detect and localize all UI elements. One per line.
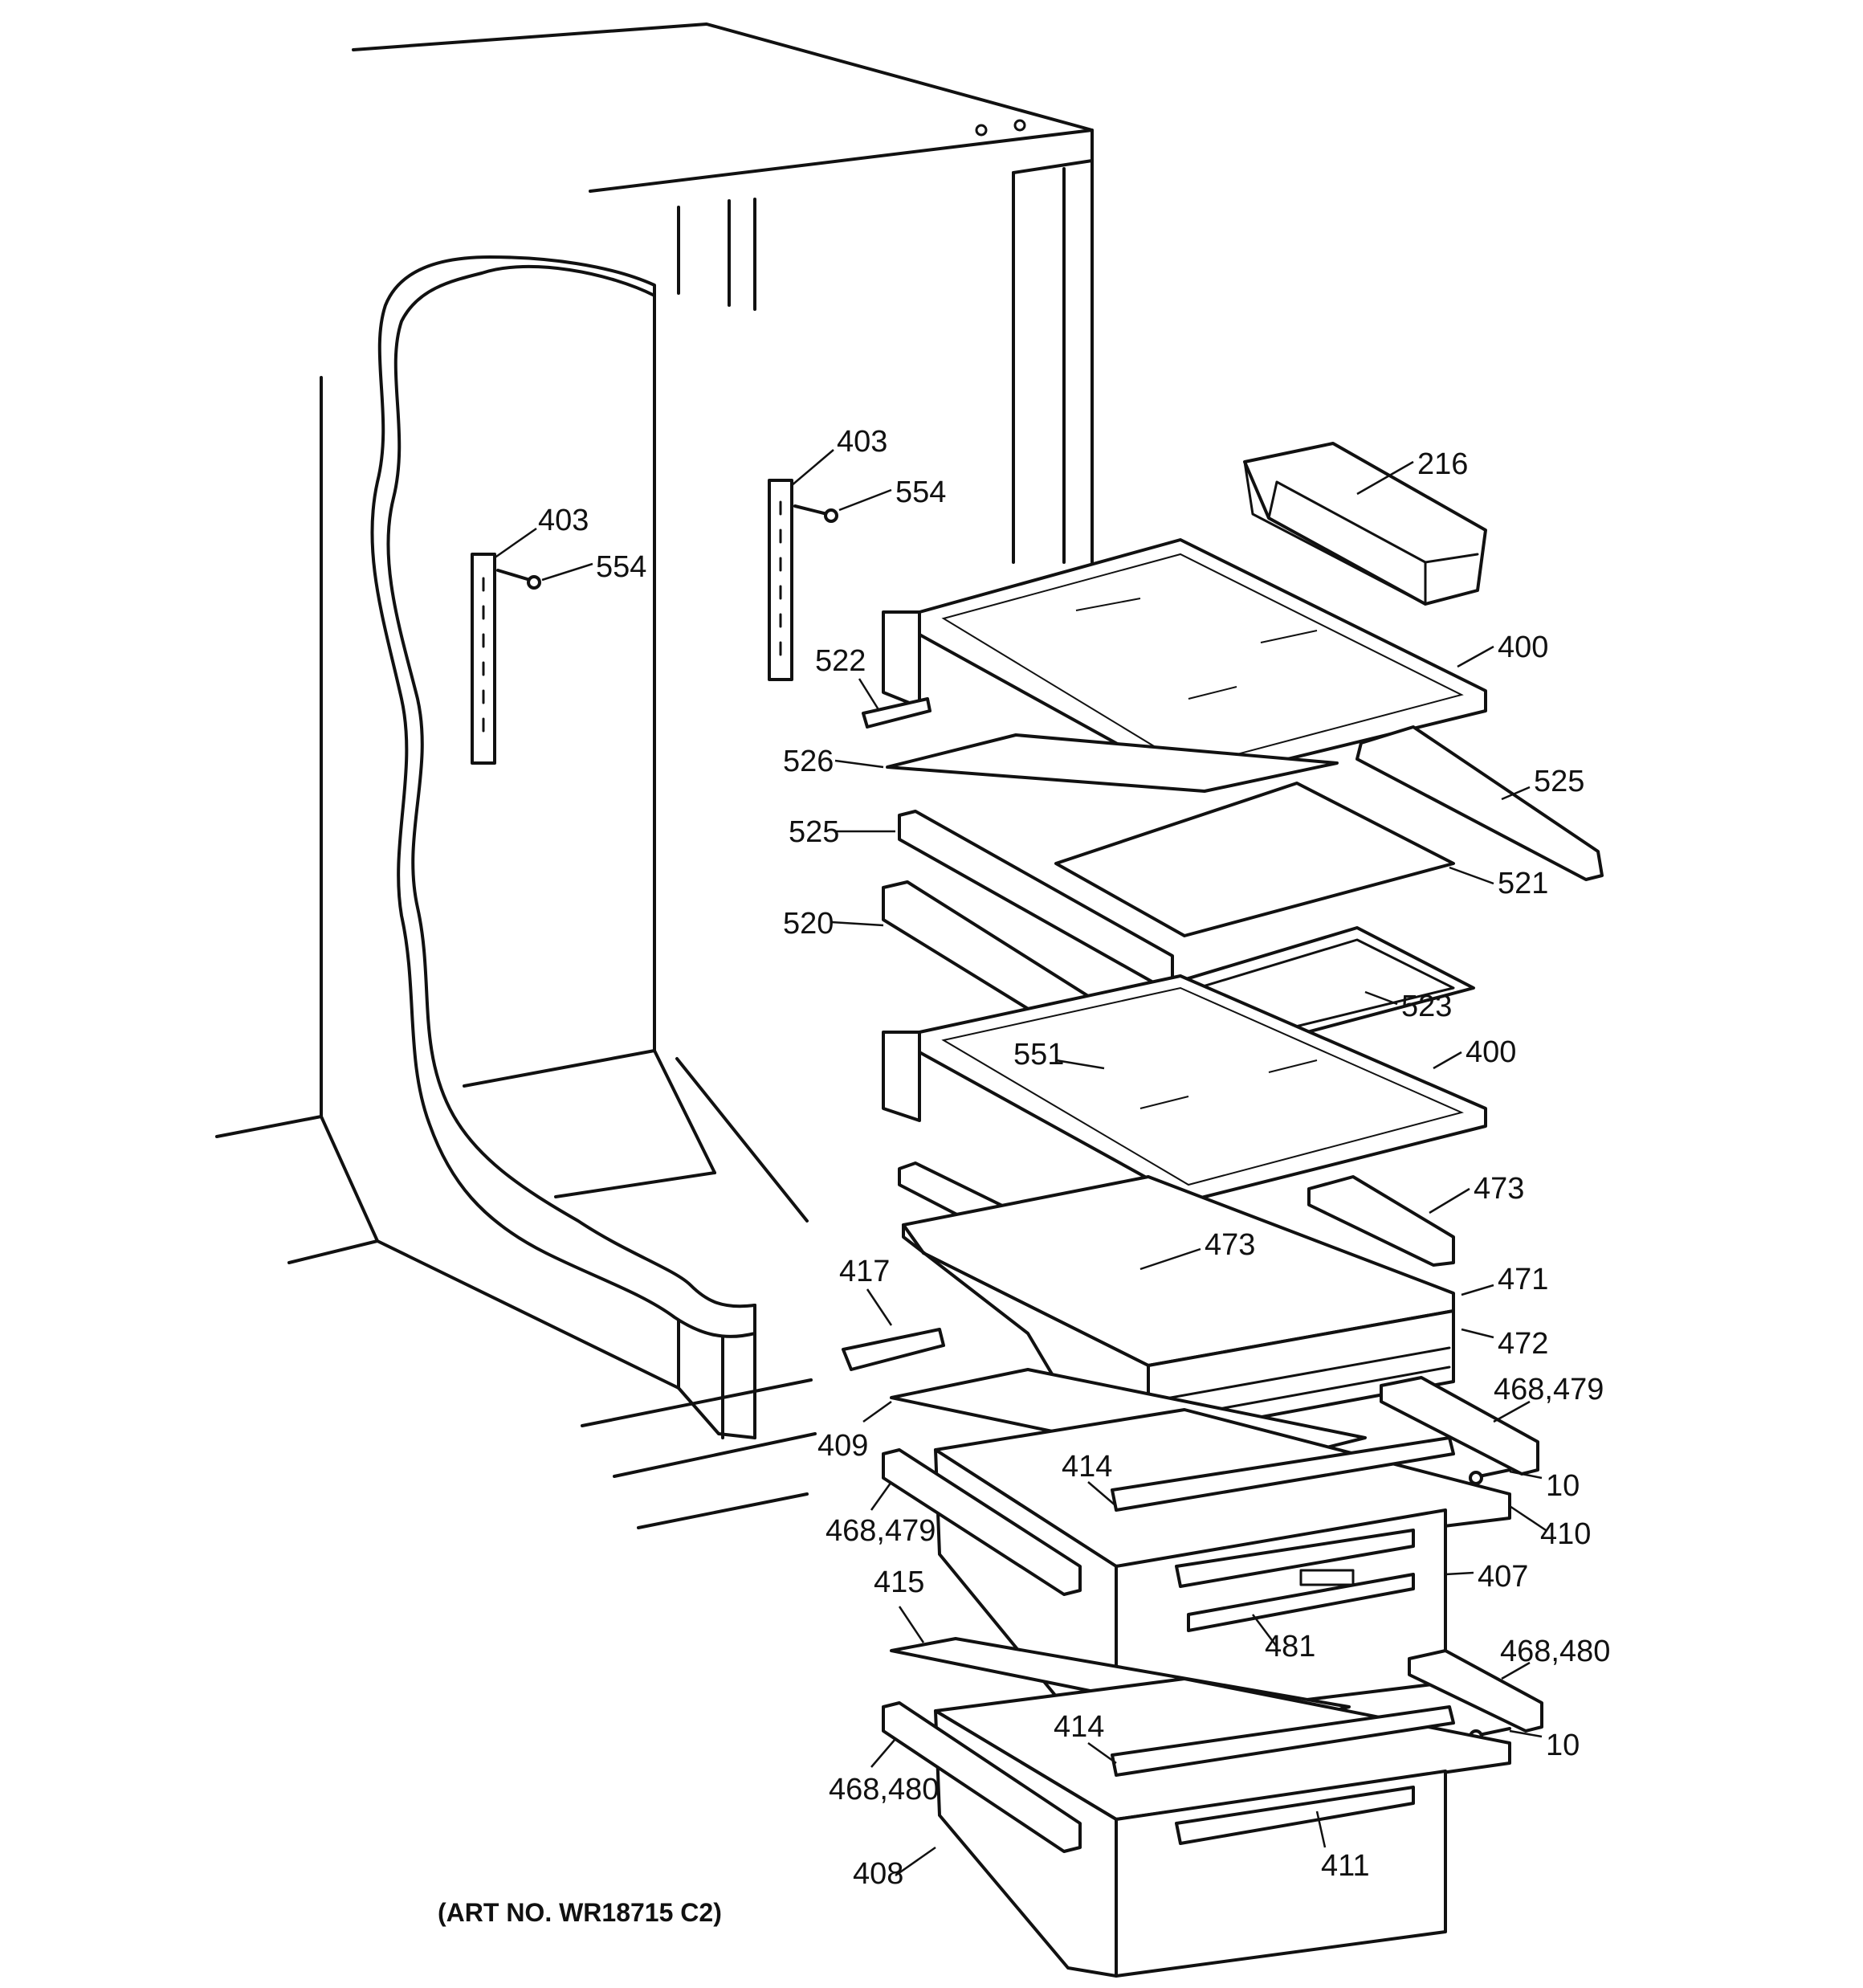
label-525-left: 525 — [789, 815, 839, 849]
slide-468-479-left — [882, 1448, 1082, 1596]
shelf-ladder-right-403 — [768, 479, 793, 681]
label-411: 411 — [1321, 1849, 1370, 1883]
slide-468-480-left — [882, 1701, 1082, 1853]
label-403-right: 403 — [837, 425, 887, 459]
label-522: 522 — [815, 644, 866, 678]
label-525-right: 525 — [1534, 765, 1584, 798]
label-468-480-left: 468,480 — [829, 1773, 939, 1806]
label-554-right: 554 — [895, 476, 946, 509]
label-520: 520 — [783, 907, 834, 941]
label-10-top: 10 — [1546, 1469, 1580, 1503]
label-471: 471 — [1498, 1263, 1548, 1296]
label-407: 407 — [1478, 1560, 1528, 1594]
label-468-480-right: 468,480 — [1500, 1635, 1610, 1668]
label-414-bottom: 414 — [1054, 1710, 1104, 1744]
label-415: 415 — [874, 1565, 924, 1599]
slide-417 — [842, 1328, 945, 1371]
label-400-top: 400 — [1498, 631, 1548, 664]
leader-lines — [493, 449, 1547, 1877]
label-414-top: 414 — [1062, 1450, 1112, 1484]
drawer-407 — [934, 1408, 1511, 1725]
label-551: 551 — [1013, 1038, 1064, 1072]
refrigerator-cabinet — [215, 22, 1094, 1529]
label-408: 408 — [853, 1857, 903, 1891]
slide-468-480-right — [1408, 1649, 1543, 1733]
art-number: (ART NO. WR18715 C2) — [438, 1898, 722, 1927]
bin-216 — [1243, 442, 1487, 606]
label-473-right: 473 — [1474, 1172, 1524, 1206]
screw-left-554 — [496, 569, 541, 590]
label-468-479-left: 468,479 — [826, 1514, 936, 1548]
rail-525-right — [1355, 725, 1604, 881]
label-216: 216 — [1417, 447, 1468, 481]
label-400-mid: 400 — [1466, 1035, 1516, 1069]
label-473-mid: 473 — [1205, 1228, 1255, 1262]
screw-10-top — [1469, 1468, 1511, 1485]
slide-468-479-right — [1380, 1376, 1539, 1476]
glass-526 — [886, 733, 1339, 793]
bracket-522 — [862, 697, 932, 729]
slide-473-right — [1307, 1175, 1455, 1267]
glass-521 — [1054, 782, 1455, 937]
shelf-400-mid — [882, 974, 1487, 1202]
label-523: 523 — [1401, 990, 1452, 1023]
drawer-408 — [934, 1677, 1511, 1978]
label-554-left: 554 — [596, 550, 646, 584]
label-472: 472 — [1498, 1327, 1548, 1361]
part-labels: 403 554 403 554 216 400 522 526 525 525 … — [538, 425, 1610, 1891]
label-481: 481 — [1265, 1630, 1315, 1663]
label-403-left: 403 — [538, 504, 589, 537]
label-417: 417 — [839, 1255, 890, 1288]
label-10-bottom: 10 — [1546, 1729, 1580, 1762]
label-526: 526 — [783, 745, 834, 778]
screw-right-554 — [793, 504, 838, 523]
shelf-ladder-left-403 — [471, 553, 496, 765]
label-468-479-right: 468,479 — [1494, 1373, 1604, 1406]
label-409: 409 — [817, 1429, 868, 1463]
label-410: 410 — [1540, 1517, 1591, 1551]
label-521: 521 — [1498, 867, 1548, 900]
